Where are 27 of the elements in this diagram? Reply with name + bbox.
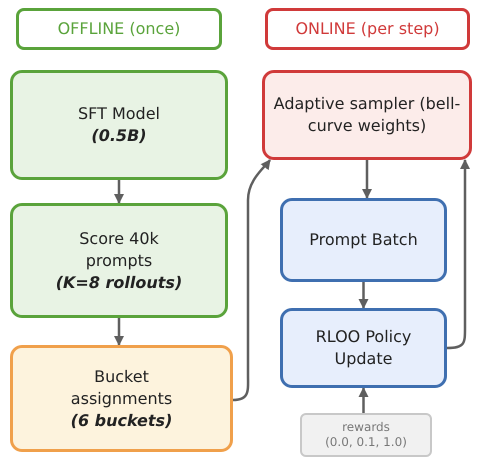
process-box bbox=[262, 70, 472, 160]
section-title: OFFLINE (once) bbox=[58, 18, 180, 40]
process-box bbox=[10, 203, 228, 318]
section-header bbox=[16, 8, 222, 50]
process-box bbox=[10, 70, 228, 180]
section-header bbox=[265, 8, 470, 50]
process-box bbox=[280, 198, 447, 282]
box-title: Bucket assignments bbox=[70, 366, 174, 410]
box-title: SFT Model bbox=[78, 103, 160, 125]
box-subtitle: (6 buckets) bbox=[70, 410, 172, 432]
arrow bbox=[114, 180, 124, 204]
box-title: rewards bbox=[342, 420, 390, 435]
box-title: Prompt Batch bbox=[309, 229, 418, 251]
box-title: RLOO Policy Update bbox=[314, 326, 412, 370]
box-subtitle: (0.5B) bbox=[91, 125, 147, 147]
section-title: ONLINE (per step) bbox=[295, 18, 440, 40]
arrow bbox=[358, 282, 368, 309]
box-title: Adaptive sampler (bell-curve weights) bbox=[272, 93, 462, 137]
arrow bbox=[362, 160, 372, 199]
box-subtitle: (0.0, 0.1, 1.0) bbox=[325, 435, 407, 450]
arrow bbox=[358, 387, 368, 413]
process-box bbox=[280, 308, 447, 388]
process-box bbox=[300, 413, 432, 457]
arrow bbox=[114, 318, 124, 346]
box-title: Score 40k prompts bbox=[78, 228, 160, 272]
process-box bbox=[10, 345, 233, 452]
box-subtitle: (K=8 rollouts) bbox=[56, 272, 182, 294]
